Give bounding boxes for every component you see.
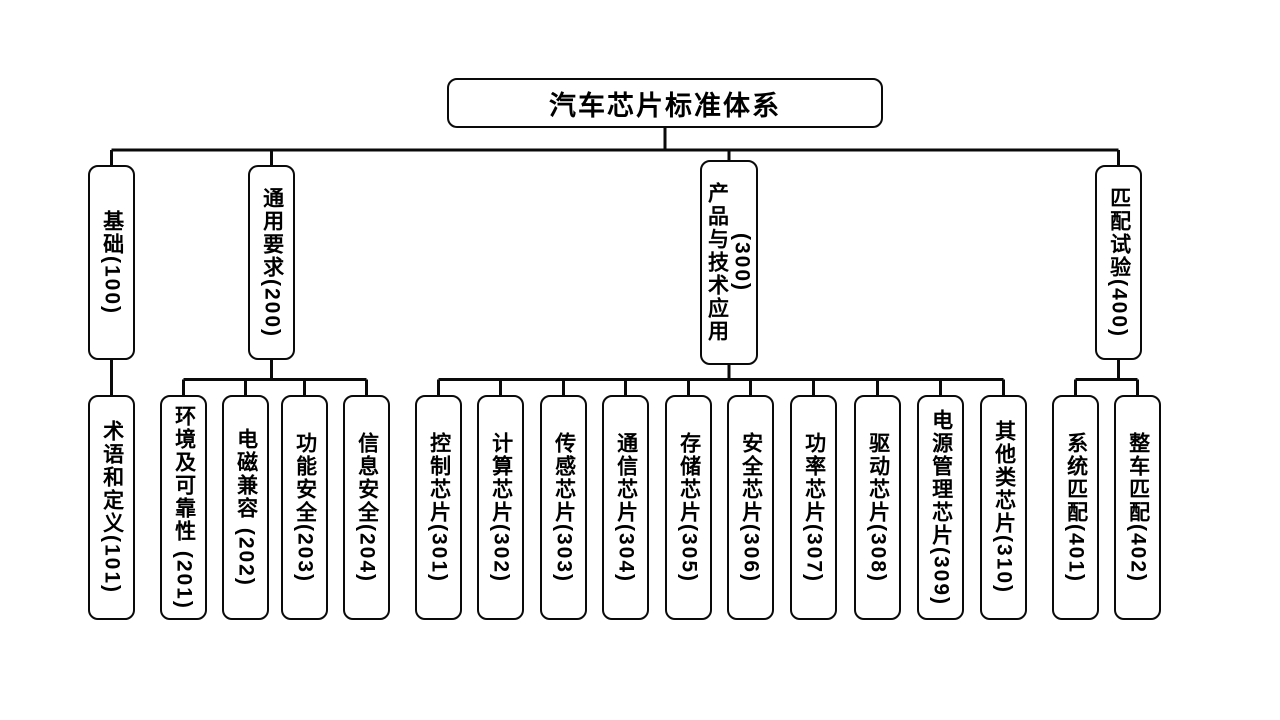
node-other-chip-310: 其他类芯片(310) <box>980 395 1027 620</box>
node-label: 其他类芯片(310) <box>992 420 1016 595</box>
node-label: 术语和定义(101) <box>100 420 124 595</box>
node-emc-202: 电磁兼容 (202) <box>222 395 269 620</box>
node-label: 整车匹配(402) <box>1126 431 1150 584</box>
node-label: 安全芯片(306) <box>739 431 763 584</box>
root-node: 汽车芯片标准体系 <box>447 78 883 128</box>
node-driver-chip-308: 驱动芯片(308) <box>854 395 901 620</box>
node-label: 驱动芯片(308) <box>866 431 890 584</box>
node-functional-safety-203: 功能安全(203) <box>281 395 328 620</box>
root-node-label: 汽车芯片标准体系 <box>549 90 781 121</box>
node-label: 通信芯片(304) <box>614 431 638 584</box>
node-system-matching-401: 系统匹配(401) <box>1052 395 1099 620</box>
node-label: 功能安全(203) <box>293 431 317 584</box>
node-label: 存储芯片(305) <box>677 431 701 584</box>
node-sensor-chip-303: 传感芯片(303) <box>540 395 587 620</box>
node-label-line2: (300) <box>730 232 754 293</box>
node-label: 控制芯片(301) <box>427 431 451 584</box>
node-label: 信息安全(204) <box>355 431 379 584</box>
node-power-mgmt-chip-309: 电源管理芯片(309) <box>917 395 964 620</box>
node-label-line1: 产品与技术应用 <box>705 182 729 343</box>
node-label: 系统匹配(401) <box>1064 431 1088 584</box>
node-label: 功率芯片(307) <box>802 431 826 584</box>
node-label: 匹配试验(400) <box>1107 186 1131 339</box>
node-storage-chip-305: 存储芯片(305) <box>665 395 712 620</box>
node-env-reliability-201: 环境及可靠性 (201) <box>160 395 207 620</box>
node-security-chip-306: 安全芯片(306) <box>727 395 774 620</box>
node-vehicle-matching-402: 整车匹配(402) <box>1114 395 1161 620</box>
node-product-tech-application-300: 产品与技术应用 (300) <box>700 160 758 365</box>
node-computing-chip-302: 计算芯片(302) <box>477 395 524 620</box>
node-label: 基础(100) <box>100 209 124 316</box>
node-label: 计算芯片(302) <box>489 431 513 584</box>
node-label: 传感芯片(303) <box>552 431 576 584</box>
node-label: 通用要求(200) <box>260 186 284 339</box>
node-general-requirements-200: 通用要求(200) <box>248 165 295 360</box>
node-info-security-204: 信息安全(204) <box>343 395 390 620</box>
node-control-chip-301: 控制芯片(301) <box>415 395 462 620</box>
connector-path <box>110 128 1139 396</box>
node-base-100: 基础(100) <box>88 165 135 360</box>
node-terms-definitions-101: 术语和定义(101) <box>88 395 135 620</box>
node-power-chip-307: 功率芯片(307) <box>790 395 837 620</box>
node-matching-test-400: 匹配试验(400) <box>1095 165 1142 360</box>
node-label: 电磁兼容 (202) <box>234 428 258 587</box>
node-label: 电源管理芯片(309) <box>929 408 953 607</box>
node-label: 环境及可靠性 (201) <box>172 405 196 610</box>
node-comm-chip-304: 通信芯片(304) <box>602 395 649 620</box>
